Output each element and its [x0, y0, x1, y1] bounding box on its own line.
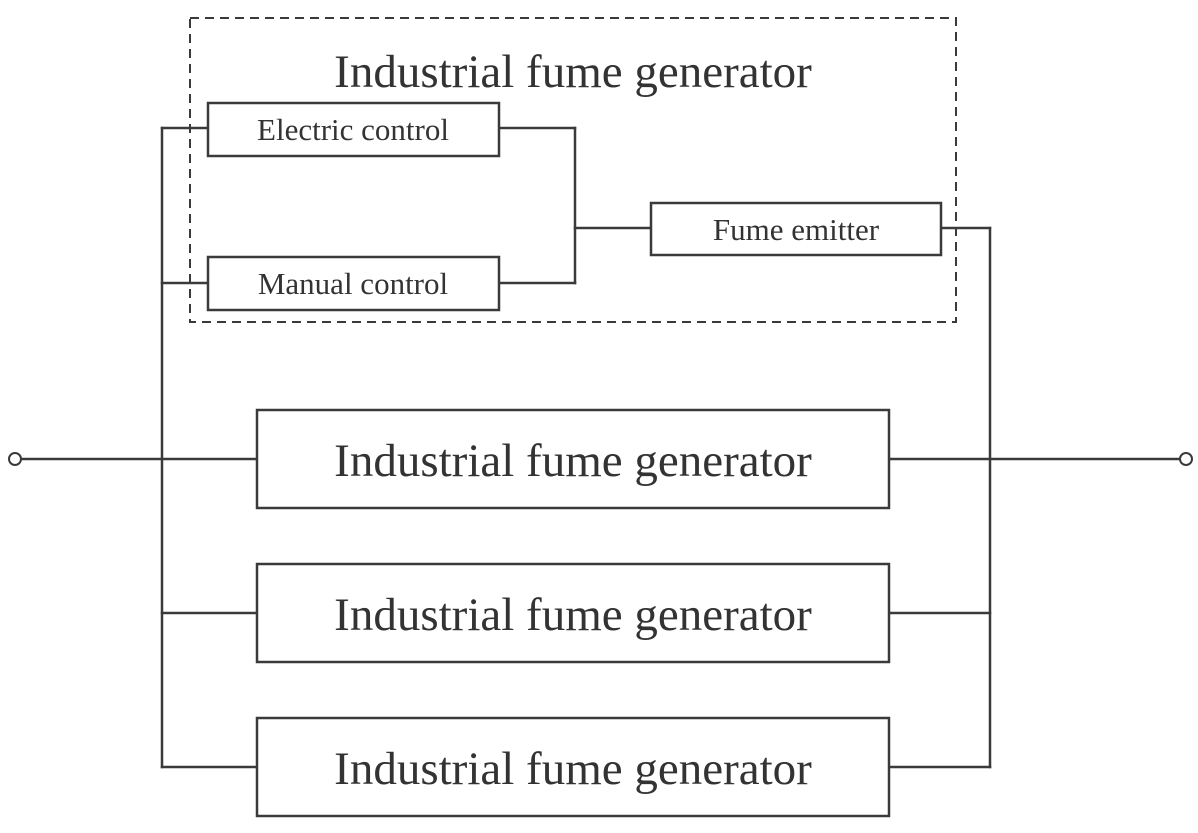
fume-emitter-label: Fume emitter	[713, 212, 880, 247]
manual-control-label: Manual control	[258, 266, 448, 301]
generator-block-1: Industrial fume generator	[255, 408, 891, 510]
electric-control-block: Electric control	[206, 101, 501, 158]
generator-block-3-label: Industrial fume generator	[334, 743, 812, 795]
generator-block-2-label: Industrial fume generator	[334, 589, 812, 641]
manual-control-block: Manual control	[206, 255, 501, 312]
generator-block-2: Industrial fume generator	[255, 562, 891, 664]
generator-group-frame	[189, 17, 957, 323]
fume-emitter-block: Fume emitter	[649, 201, 943, 257]
output-terminal	[1179, 452, 1193, 466]
group-title: Industrial fume generator	[334, 46, 812, 98]
generator-block-1-label: Industrial fume generator	[334, 435, 812, 487]
input-terminal	[8, 452, 22, 466]
electric-control-label: Electric control	[257, 112, 449, 147]
generator-block-3: Industrial fume generator	[255, 716, 891, 818]
